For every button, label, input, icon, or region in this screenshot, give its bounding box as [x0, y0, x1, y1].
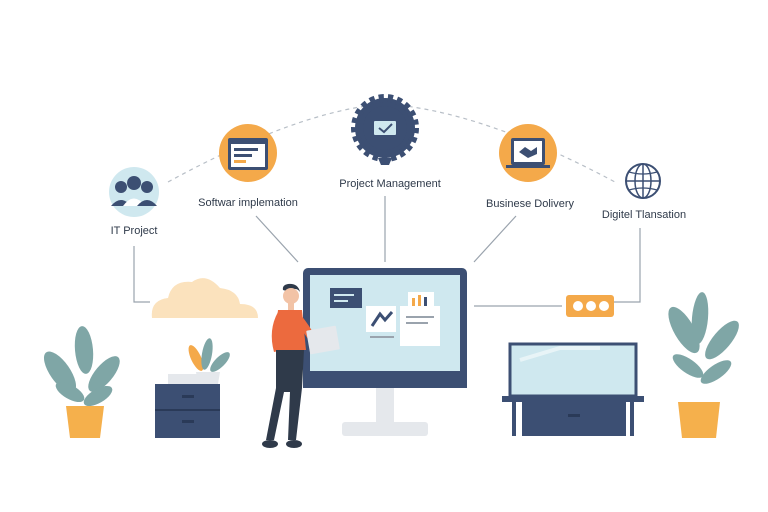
cloud-icon: [151, 278, 258, 318]
label-project-management: Project Management: [339, 178, 441, 190]
filing-cabinet: [155, 338, 230, 438]
label-it-project: IT Project: [110, 225, 158, 237]
label-software: Softwar implemation: [198, 197, 298, 209]
monitor-handshake-icon: [506, 138, 550, 168]
label-business-delivery: Businese Dolivery: [485, 198, 575, 210]
node-business-delivery: [499, 124, 557, 182]
main-monitor: [303, 268, 467, 436]
gear-check-icon: [351, 94, 419, 165]
connector-it-project: [133, 246, 150, 303]
control-panel: [566, 295, 614, 317]
connector-software: [255, 215, 299, 263]
team-icon: [111, 176, 157, 206]
connector-business-delivery: [473, 215, 517, 263]
globe-icon: [625, 163, 661, 199]
label-digital-transformation: Digitel Tlansation: [601, 209, 687, 221]
small-plant: [188, 338, 230, 384]
connector-digital-transformation: [614, 228, 641, 303]
browser-window-icon: [228, 138, 268, 170]
node-software: [219, 124, 277, 182]
screen-content: [330, 288, 440, 346]
connector-lines: [133, 196, 641, 307]
person-figure: [262, 283, 340, 448]
node-it-project: [109, 167, 159, 217]
node-digital-transformation: [625, 163, 661, 199]
node-project-management: [351, 94, 419, 165]
plant-right: [668, 292, 739, 438]
plant-left: [43, 326, 120, 438]
tv-stand: [502, 342, 644, 436]
